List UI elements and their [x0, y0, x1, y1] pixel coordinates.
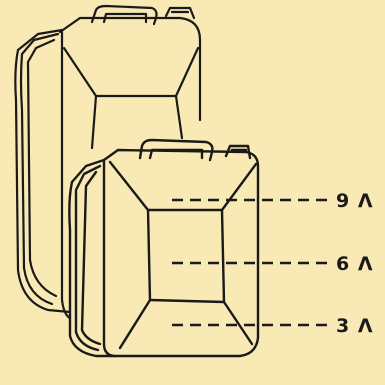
front-jerry-can-icon — [69, 140, 258, 356]
level-label-9: 9 Λ — [336, 190, 374, 212]
level-label-6: 6 Λ — [336, 253, 374, 275]
level-label-3: 3 Λ — [336, 315, 374, 337]
